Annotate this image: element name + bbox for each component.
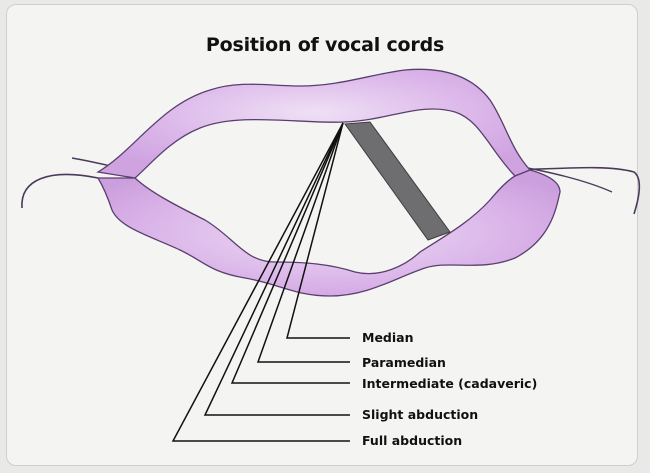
arytenoid-bar bbox=[345, 122, 450, 240]
label-paramedian: Paramedian bbox=[362, 355, 446, 370]
lower-fold bbox=[98, 170, 560, 296]
left-outer-line bbox=[22, 175, 98, 208]
label-median: Median bbox=[362, 330, 413, 345]
paramedian-line bbox=[258, 123, 350, 362]
label-slight-abduction: Slight abduction bbox=[362, 407, 478, 422]
label-full-abduction: Full abduction bbox=[362, 433, 462, 448]
upper-fold bbox=[98, 69, 530, 178]
label-intermediate: Intermediate (cadaveric) bbox=[362, 376, 537, 391]
